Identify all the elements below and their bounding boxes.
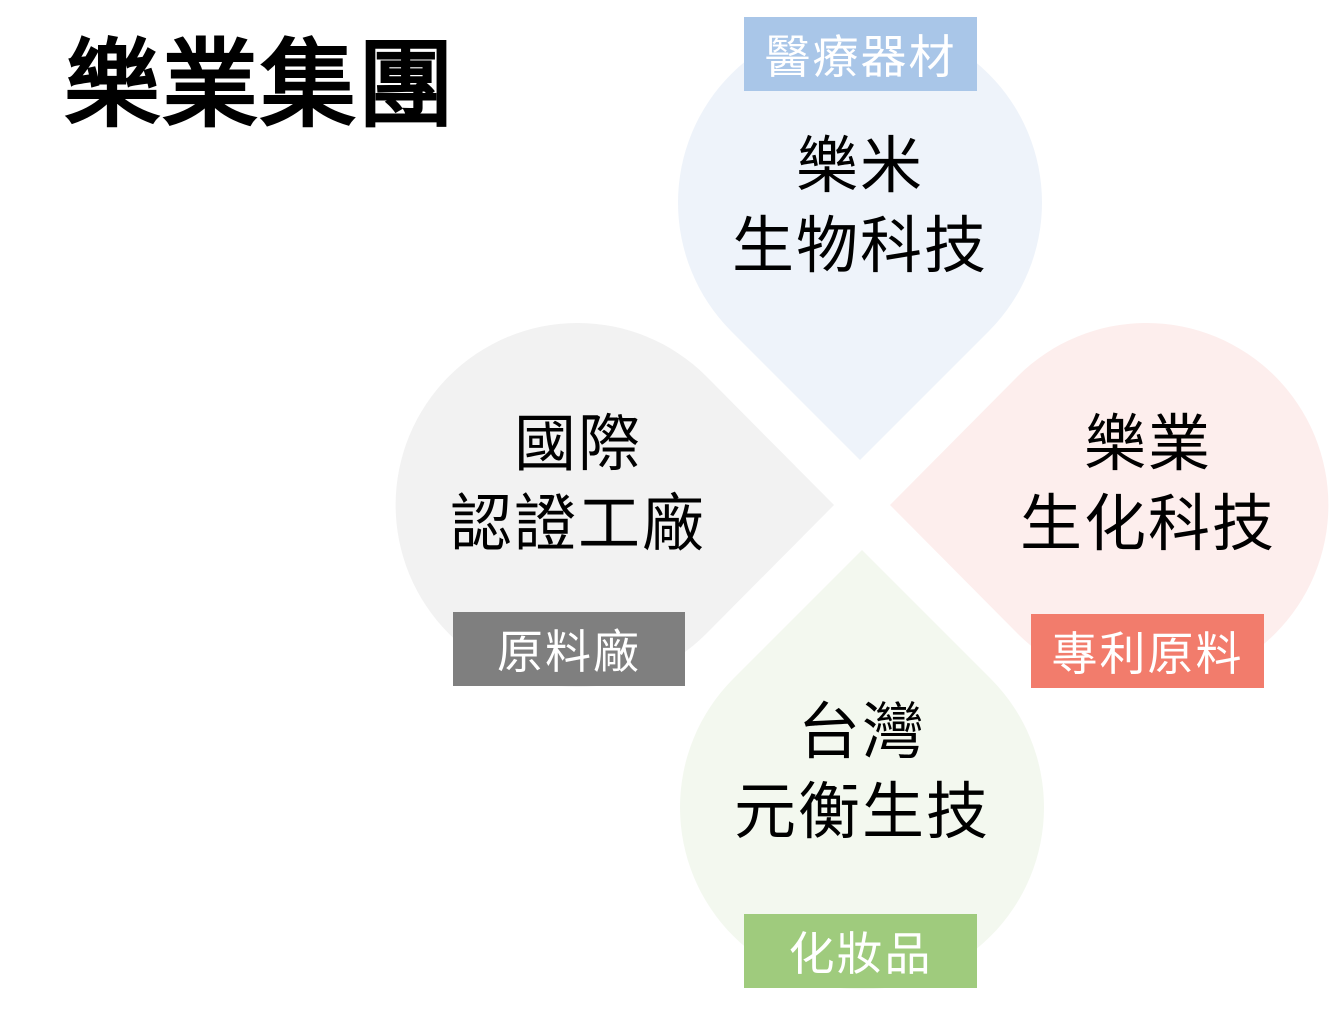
- petal-right: [890, 322, 1329, 688]
- petal-left-label: 國際 認證工廠: [428, 404, 728, 564]
- tag-top-label: 醫療器材: [764, 30, 957, 84]
- petal-left-line-2: 認證工廠: [449, 487, 706, 560]
- petal-bottom-label: 台灣 元衡生技: [712, 692, 1012, 852]
- petal-bottom-line-1: 台灣: [797, 695, 926, 768]
- tag-left: 原料廠: [453, 612, 685, 686]
- tag-right-label: 專利原料: [1051, 627, 1244, 681]
- petal-top-label: 樂米 生物科技: [710, 126, 1010, 286]
- page-title: 樂業集團: [64, 29, 456, 141]
- tag-top: 醫療器材: [744, 17, 977, 91]
- petal-right-label: 樂業 生化科技: [998, 404, 1298, 564]
- petal-left-line-1: 國際: [513, 407, 642, 480]
- petal-top: [678, 20, 1042, 461]
- petal-top-line-2: 生物科技: [731, 209, 988, 282]
- petal-top-line-1: 樂米: [795, 129, 924, 202]
- tag-bottom-label: 化妝品: [788, 927, 933, 981]
- tag-bottom: 化妝品: [744, 914, 977, 988]
- petal-right-line-1: 樂業: [1083, 407, 1212, 480]
- petal-right-line-2: 生化科技: [1019, 487, 1276, 560]
- petal-left: [395, 323, 834, 687]
- petal-bottom: [680, 550, 1044, 990]
- tag-right: 專利原料: [1031, 614, 1264, 688]
- petal-bottom-line-2: 元衡生技: [733, 775, 990, 848]
- tag-left-label: 原料廠: [497, 625, 641, 679]
